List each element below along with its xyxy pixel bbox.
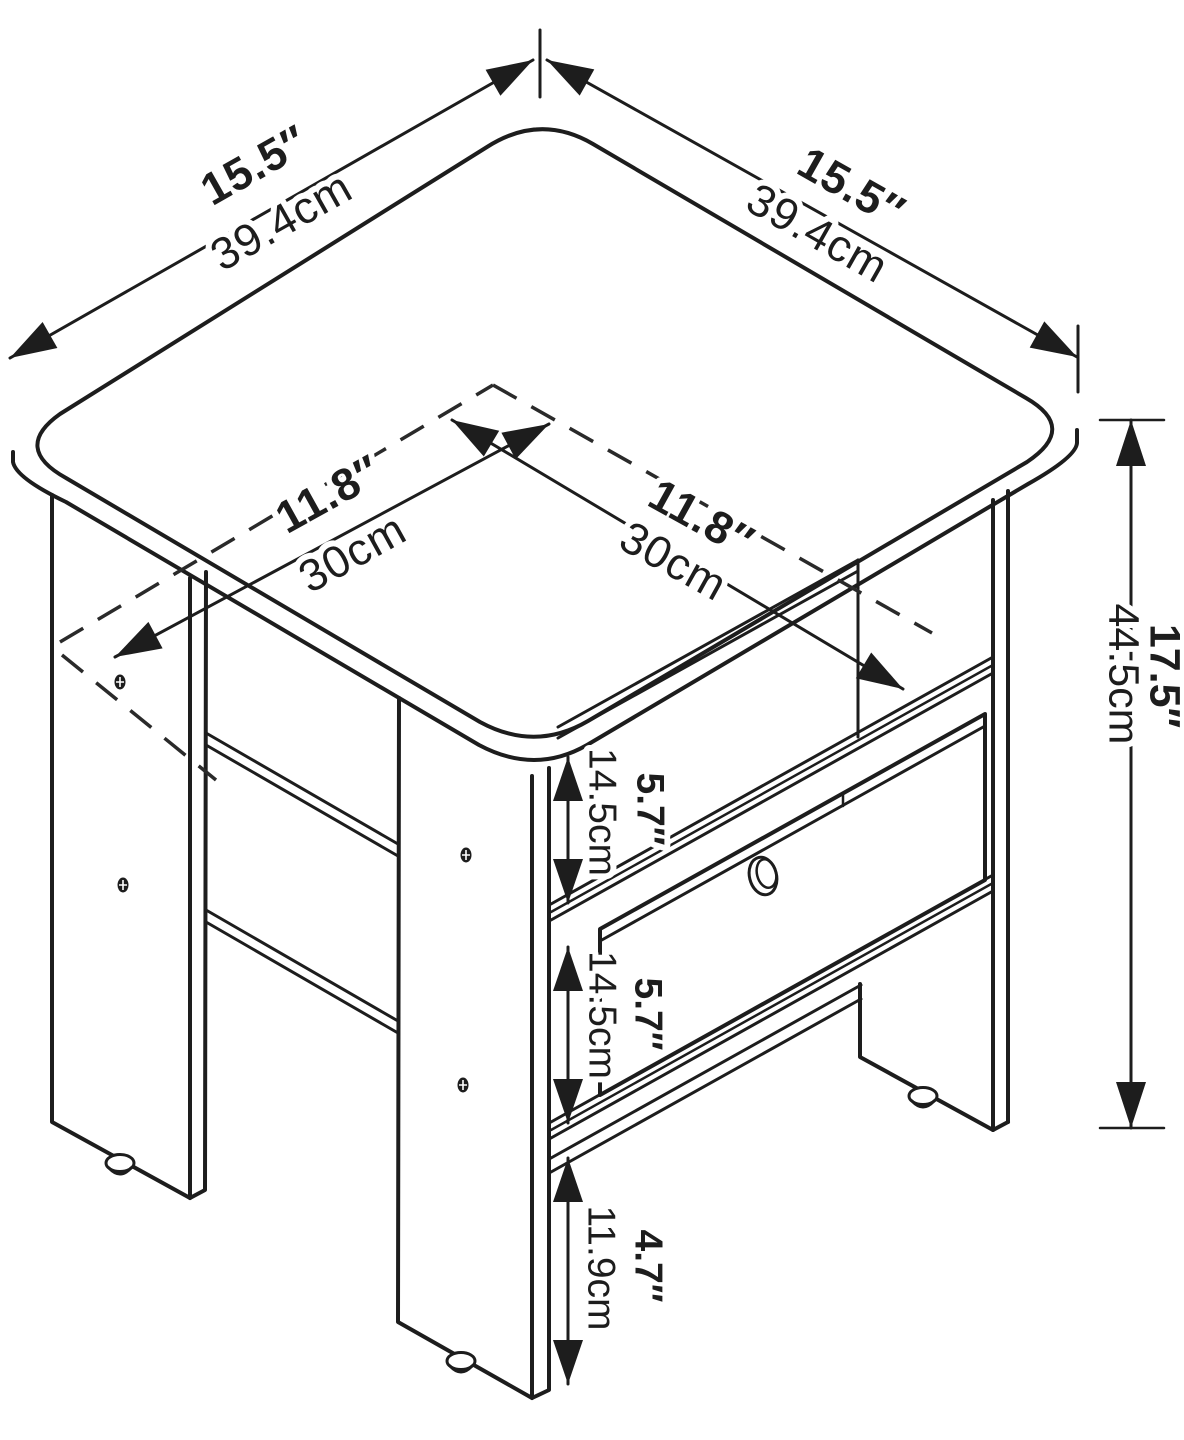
foot [907, 1086, 939, 1109]
foot-pad [107, 1166, 133, 1176]
drawer-bin [598, 712, 987, 1097]
dim-clearance [553, 1156, 583, 1386]
center-front-leg [396, 696, 551, 1400]
label-height-cm: 44.5cm [1100, 603, 1148, 744]
label-shelf-top-cm: 14.5cm [581, 748, 624, 876]
drawer-handle-hole-inner [755, 857, 778, 890]
arrowhead [553, 1079, 583, 1123]
arrowhead [115, 621, 163, 657]
dim-line [8, 58, 535, 360]
left-side-panel [50, 493, 208, 1200]
hidden-edge-ne [492, 383, 933, 635]
screw [460, 847, 472, 863]
foot-cap [445, 1351, 477, 1371]
label-height-inches: 17.5″ [1141, 624, 1184, 728]
tabletop [11, 127, 1079, 762]
tabletop-outline [35, 127, 1055, 739]
arrowhead [547, 60, 595, 96]
arrowhead [1116, 1082, 1146, 1128]
left-panel-face [50, 493, 192, 1200]
dim-line [450, 418, 905, 691]
tabletop-thickness [11, 428, 1079, 762]
label-clearance-inches: 4.7″ [627, 1230, 670, 1303]
arrowhead [501, 424, 549, 460]
rail-edge [204, 908, 400, 1023]
arrowhead [553, 1340, 583, 1384]
dim-inner-right [450, 418, 905, 691]
arrowhead [553, 947, 583, 991]
label-clearance-cm: 11.9cm [580, 1206, 623, 1331]
right-side-panel [858, 489, 1010, 1132]
foot-pad [910, 1099, 936, 1109]
drawer-front [598, 712, 987, 1097]
foot-pad [448, 1364, 474, 1374]
foot-cap [104, 1153, 136, 1173]
bottom-shelf [549, 983, 863, 1174]
interior-back-top-edge [556, 569, 860, 740]
dim-shelf-top [553, 755, 583, 905]
drawer-rim [598, 724, 987, 943]
shelf-edge [549, 881, 995, 1132]
left-panel-edge [188, 570, 208, 1200]
shelf-edge [549, 983, 863, 1160]
shelf-edge [549, 997, 863, 1174]
label-shelf-drawer-inches: 5.7″ [627, 978, 670, 1051]
label-shelf-top-inches: 5.7″ [629, 773, 672, 846]
arrowhead [553, 757, 583, 801]
label-shelf-drawer-cm: 14.5cm [581, 951, 624, 1079]
hidden-edge-sw [60, 653, 218, 782]
arrowhead [855, 652, 903, 689]
rail-edge [204, 731, 400, 846]
dim-line [545, 58, 1079, 359]
center-leg-edge [530, 766, 551, 1400]
center-leg-face [396, 696, 534, 1400]
dim-top-left-edge [8, 28, 542, 360]
hidden-inner-edges [59, 383, 933, 782]
shelf-edge [549, 655, 995, 906]
arrowhead [10, 322, 58, 358]
dim-height [1098, 418, 1166, 1130]
shelf-edge [549, 663, 995, 914]
dim-line [113, 422, 551, 659]
assembly-screws [114, 674, 472, 1093]
arrowhead [1116, 420, 1146, 466]
foot-cap [907, 1086, 939, 1106]
shelf-edge [549, 671, 995, 922]
right-panel-bottom [858, 982, 1010, 1132]
rail-edge [204, 920, 400, 1035]
screw [117, 877, 129, 893]
arrowhead [553, 1158, 583, 1202]
interior-back-top-edge [556, 558, 860, 729]
arrowhead [485, 60, 533, 96]
rail-edge [204, 743, 400, 858]
foot [445, 1351, 477, 1374]
screw [114, 674, 126, 690]
arrowhead [452, 420, 500, 457]
left-side-rails [204, 731, 400, 1035]
screw [457, 1077, 469, 1093]
arrowhead [553, 859, 583, 903]
arrowhead [1029, 321, 1077, 357]
shelf-above-drawer [549, 655, 995, 922]
hidden-edge-nw [59, 383, 494, 644]
dim-shelf-drawer [553, 945, 583, 1125]
foot [104, 1153, 136, 1176]
dim-inner-left [113, 422, 551, 659]
dim-top-right-edge [545, 58, 1080, 394]
shelf-edge [549, 889, 995, 1140]
